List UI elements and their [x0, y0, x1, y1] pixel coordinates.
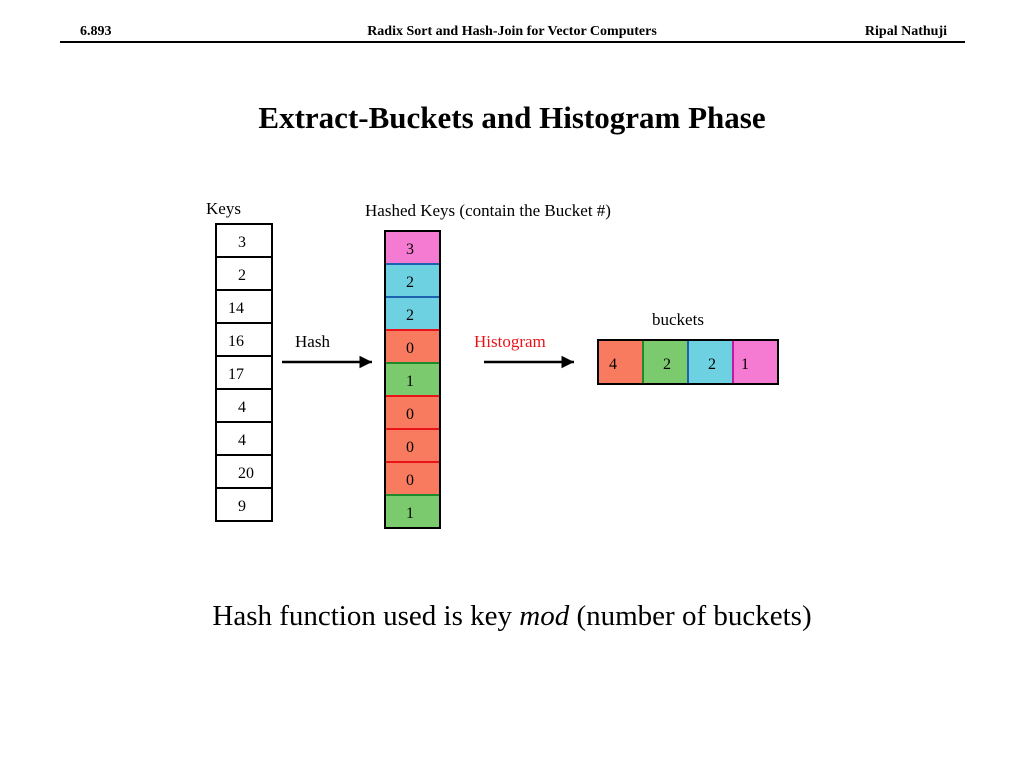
hashed-column-outline: [384, 230, 441, 529]
buckets-outline: [597, 339, 779, 385]
hashed-keys-column: 3 2 2 0 1 0 0 0 1: [384, 230, 441, 529]
key-value: 17: [228, 366, 244, 383]
hashed-keys-label: Hashed Keys (contain the Bucket #): [365, 201, 611, 220]
slide-title: Extract-Buckets and Histogram Phase: [258, 100, 766, 135]
bucket-count: 2: [663, 356, 671, 373]
histogram-label: Histogram: [474, 332, 546, 351]
key-cell: [215, 487, 273, 522]
bucket-cell: [642, 339, 689, 385]
key-value: 14: [228, 300, 244, 317]
buckets-label: buckets: [652, 310, 704, 329]
caption: Hash function used is key mod (number of…: [0, 598, 1024, 634]
course-number: 6.893: [80, 24, 112, 39]
key-cell: [215, 454, 273, 489]
caption-suffix: (number of buckets): [569, 600, 812, 632]
talk-title: Radix Sort and Hash-Join for Vector Comp…: [367, 24, 657, 39]
hashed-value: 1: [406, 505, 414, 522]
keys-label: Keys: [206, 199, 241, 218]
hashed-value: 0: [406, 439, 414, 456]
hashed-value: 0: [406, 472, 414, 489]
bucket-cell: [687, 339, 734, 385]
key-value: 3: [238, 234, 246, 251]
bucket-count: 4: [609, 356, 617, 373]
bucket-cell: [732, 339, 779, 385]
caption-text: Hash function used is key: [212, 600, 520, 632]
hashed-cell: [384, 329, 441, 364]
key-cell: [215, 322, 273, 357]
buckets-row: 4 2 2 1: [597, 339, 779, 385]
bucket-count: 1: [741, 356, 749, 373]
key-cell: [215, 289, 273, 324]
key-value: 4: [238, 399, 246, 416]
hashed-value: 2: [406, 307, 414, 324]
key-cell: [215, 256, 273, 291]
bucket-cell: [597, 339, 644, 385]
hashed-value: 0: [406, 340, 414, 357]
slide-header: 6.893 Radix Sort and Hash-Join for Vecto…: [0, 0, 1024, 44]
bucket-count: 2: [708, 356, 716, 373]
hash-label: Hash: [295, 332, 330, 351]
key-value: 16: [228, 333, 244, 350]
caption-emphasis: mod: [519, 600, 570, 632]
keys-column: 3 2 14 16 17 4 4 20 9: [215, 223, 273, 522]
hashed-value: 2: [406, 274, 414, 291]
key-value: 4: [238, 432, 246, 449]
key-cell: [215, 355, 273, 390]
hashed-value: 3: [406, 241, 414, 258]
key-value: 2: [238, 267, 246, 284]
key-value: 9: [238, 498, 246, 515]
key-cell: [215, 421, 273, 456]
header-rule: [60, 41, 965, 43]
hashed-value: 0: [406, 406, 414, 423]
hashed-value: 1: [406, 373, 414, 390]
author-name: Ripal Nathuji: [864, 24, 947, 39]
key-value: 20: [238, 465, 254, 482]
